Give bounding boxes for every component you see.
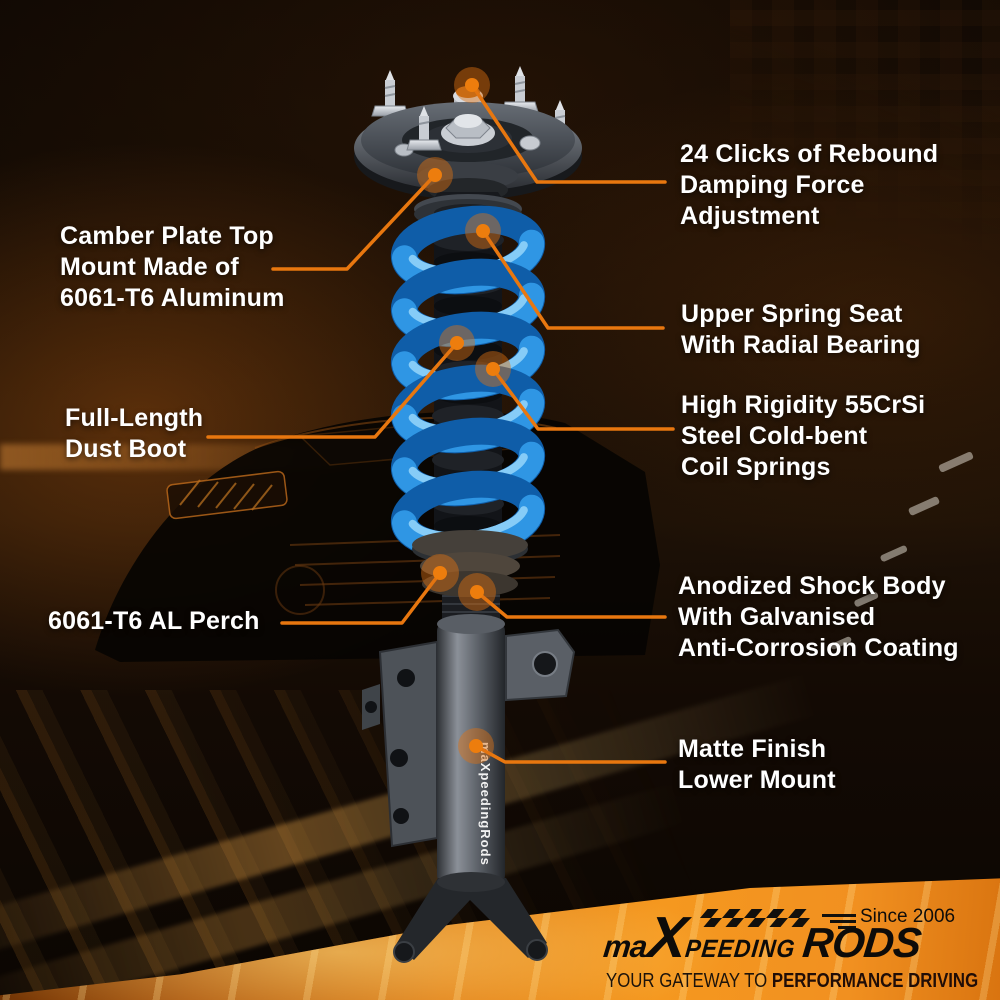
callout-dot-dust-boot xyxy=(439,325,475,361)
label-rebound: 24 Clicks of Rebound Damping Force Adjus… xyxy=(680,139,938,232)
label-line: Full-Length xyxy=(65,404,204,432)
callout-dots xyxy=(417,67,511,764)
label-line: High Rigidity 55CrSi xyxy=(681,391,926,419)
brand-tagline: YOUR GATEWAY TO PERFORMANCE DRIVING xyxy=(606,970,978,992)
callout-line-dust-boot xyxy=(206,341,459,439)
callout-dot-lower-mount xyxy=(458,728,494,764)
callout-line-perch xyxy=(280,571,442,625)
since-text: Since 2006 xyxy=(860,906,956,927)
callout-dot-rebound xyxy=(454,67,490,103)
brand-logo: Since 2006 ma X PEEDING RODS YOUR GATEWA… xyxy=(598,905,978,996)
wordmark-rods: RODS xyxy=(800,919,923,966)
label-line: 6061-T6 AL Perch xyxy=(48,607,260,635)
body-brand-text: maXpeedingRods xyxy=(478,742,493,866)
label-line: Damping Force xyxy=(680,171,865,199)
label-line: Coil Springs xyxy=(681,453,831,481)
label-line: Mount Made of xyxy=(60,253,239,281)
camber-plate-studs-front xyxy=(406,106,442,151)
callout-dot-upper-seat xyxy=(465,213,501,249)
callout-line-springs xyxy=(491,367,675,431)
label-line: 6061-T6 Aluminum xyxy=(60,284,285,312)
label-upper-seat: Upper Spring Seat With Radial Bearing xyxy=(681,299,921,361)
coil-spring xyxy=(390,205,546,560)
label-line: Adjustment xyxy=(680,202,820,230)
label-line: 24 Clicks of Rebound xyxy=(680,140,939,168)
callout-dot-perch xyxy=(421,554,459,592)
shock-body: maXpeedingRods xyxy=(362,614,576,963)
label-perch: 6061-T6 AL Perch xyxy=(48,606,260,637)
label-line: Anodized Shock Body xyxy=(678,572,946,600)
label-line: Camber Plate Top xyxy=(60,222,274,250)
callout-dot-springs xyxy=(475,351,511,387)
label-line: Anti-Corrosion Coating xyxy=(678,634,959,662)
tagline-bold: PERFORMANCE DRIVING xyxy=(771,970,979,992)
speed-lines-icon xyxy=(822,914,856,932)
callout-dot-camber xyxy=(417,157,453,193)
callout-line-camber xyxy=(271,173,437,271)
callout-dot-shock-body xyxy=(458,573,496,611)
label-line: Upper Spring Seat xyxy=(681,300,903,328)
label-line: Lower Mount xyxy=(678,766,836,794)
tagline-prefix: YOUR GATEWAY TO xyxy=(606,970,772,992)
brand-wordmark: ma X PEEDING RODS xyxy=(601,905,923,970)
callout-line-upper-seat xyxy=(481,229,665,330)
label-line: With Galvanised xyxy=(678,603,876,631)
callout-line-shock-body xyxy=(475,590,667,619)
label-lower-mount: Matte Finish Lower Mount xyxy=(678,734,836,796)
callout-line-lower-mount xyxy=(474,744,667,764)
wordmark-peeding: PEEDING xyxy=(683,935,797,963)
label-coil-springs: High Rigidity 55CrSi Steel Cold-bent Coi… xyxy=(681,390,925,483)
city-windows-texture xyxy=(730,0,1000,250)
wordmark-ma: ma xyxy=(601,929,649,964)
label-line: Steel Cold-bent xyxy=(681,422,868,450)
label-line: With Radial Bearing xyxy=(681,331,921,359)
label-line: Dust Boot xyxy=(65,435,187,463)
wordmark-x: X xyxy=(644,905,689,970)
label-camber-plate: Camber Plate Top Mount Made of 6061-T6 A… xyxy=(60,221,285,314)
label-shock-body: Anodized Shock Body With Galvanised Anti… xyxy=(678,571,959,664)
label-dust-boot: Full-Length Dust Boot xyxy=(65,403,203,465)
callout-line-rebound xyxy=(470,83,667,184)
label-line: Matte Finish xyxy=(678,735,827,763)
